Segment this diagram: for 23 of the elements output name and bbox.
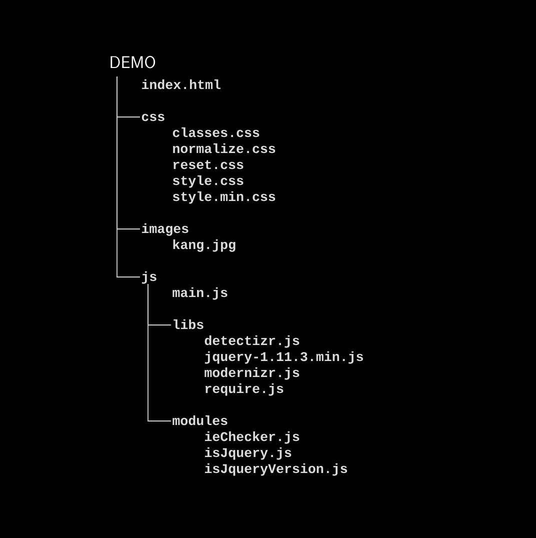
file-name: isJqueryVersion.js xyxy=(204,463,348,476)
file-name: kang.jpg xyxy=(173,239,236,252)
file-name: modernizr.js xyxy=(204,367,300,380)
file-name: classes.css xyxy=(172,127,260,138)
file-name: normalize.css xyxy=(173,143,276,154)
folder-name: libs xyxy=(174,319,204,330)
folder-name: modules xyxy=(172,415,228,426)
file-name: reset.css xyxy=(174,160,244,170)
tree-line xyxy=(116,76,140,278)
folder-name: js xyxy=(142,271,156,284)
file-name: require.js xyxy=(206,383,284,396)
root-folder-name: DEMO xyxy=(110,56,156,68)
file-name: ieChecker.js xyxy=(204,431,300,444)
file-name: style.min.css xyxy=(172,191,276,204)
folder-name: css xyxy=(142,114,164,122)
file-name: style.css xyxy=(172,175,244,188)
file-name: detectizr.js xyxy=(204,335,300,348)
file-name: jquery-1.11.3.min.js xyxy=(204,351,363,364)
tree-line xyxy=(148,284,172,422)
file-name: isJquery.js xyxy=(204,447,292,460)
file-name: main.js xyxy=(172,287,228,300)
folder-name: images xyxy=(142,223,188,236)
file-name: index.html xyxy=(142,79,220,90)
